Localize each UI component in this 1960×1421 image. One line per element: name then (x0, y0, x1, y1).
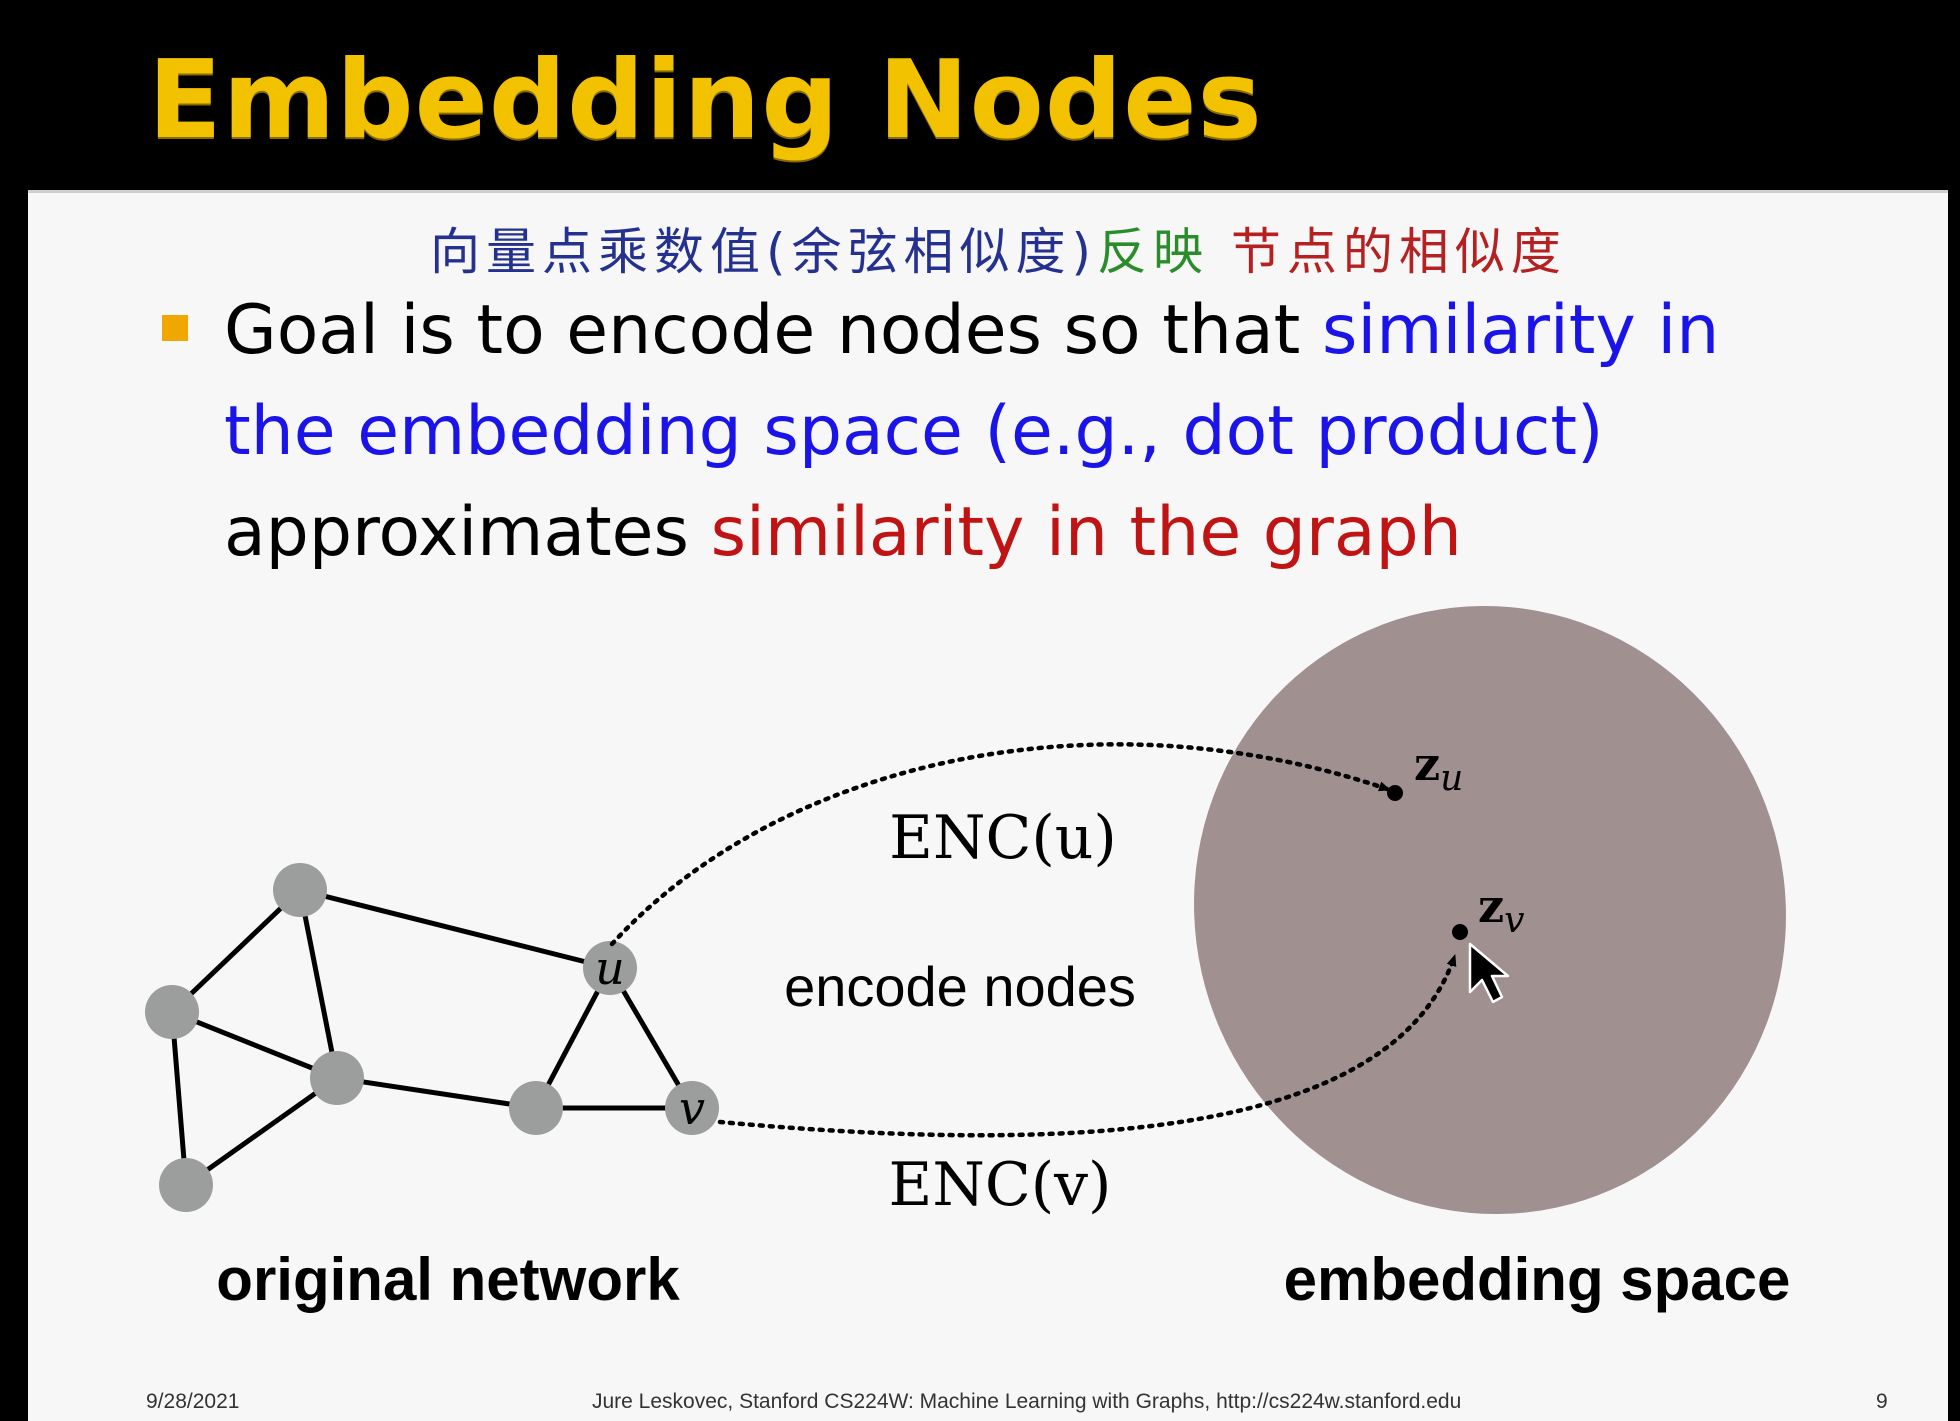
embedding-point-zv (1452, 924, 1468, 940)
footer-credit: Jure Leskovec, Stanford CS224W: Machine … (592, 1390, 1462, 1413)
graph-edge (336, 1075, 537, 1111)
graph-edges (169, 887, 695, 1188)
bullet-lead: Goal is to encode nodes so that (224, 291, 1322, 370)
handwritten-annotation: 向量点乘数值(余弦相似度)反映 节点的相似度 (430, 212, 1567, 284)
encode-nodes-label: encode nodes (784, 955, 1136, 1018)
embedding-point-zu (1387, 785, 1403, 801)
graph-edge (171, 1009, 338, 1081)
footer-page-number: 9 (1876, 1390, 1888, 1413)
zu-label: zu (1414, 737, 1463, 799)
bullet-mid: approximates (224, 493, 711, 572)
footer-date: 9/28/2021 (146, 1390, 240, 1413)
graph-edge (299, 887, 611, 971)
node-u-label: u (595, 941, 625, 995)
zv-label: zv (1478, 879, 1524, 941)
enc-v-label: ENC(v) (889, 1150, 1112, 1220)
graph-node-u (583, 941, 637, 995)
annotation-part-1: 向量点乘数值(余弦相似度) (430, 223, 1098, 281)
annotation-part-3: 节点的相似度 (1230, 223, 1567, 281)
graph-edge (297, 889, 340, 1079)
embedding-space-region (1194, 605, 1786, 1215)
bullet-blue-phrase: similarity in the embedding space (e.g.,… (224, 291, 1720, 471)
graph-node (310, 1051, 364, 1105)
graph-node-v (665, 1081, 719, 1135)
annotation-part-2: 反映 (1097, 223, 1210, 281)
enc-v-arrow (717, 952, 1458, 1138)
graph-node (273, 863, 327, 917)
graph-edge (169, 1011, 189, 1186)
node-v-label: v (679, 1081, 705, 1135)
enc-u-arrow (609, 742, 1393, 947)
mouse-cursor-icon (1468, 942, 1510, 1004)
original-network-caption: original network (216, 1246, 680, 1313)
graph-nodes (145, 863, 719, 1212)
slide-title: Embedding Nodes (148, 38, 1263, 163)
embedding-space-caption: embedding space (1284, 1246, 1791, 1313)
graph-node (509, 1081, 563, 1135)
graph-node (145, 985, 199, 1039)
graph-edge (184, 1075, 339, 1188)
goal-bullet: Goal is to encode nodes so that similari… (224, 280, 1784, 583)
bullet-square-icon (162, 315, 188, 341)
enc-u-label: ENC(u) (889, 803, 1117, 873)
graph-edge (607, 966, 695, 1110)
bullet-red-phrase: similarity in the graph (710, 493, 1462, 572)
graph-edge (170, 888, 302, 1014)
graph-node (159, 1158, 213, 1212)
